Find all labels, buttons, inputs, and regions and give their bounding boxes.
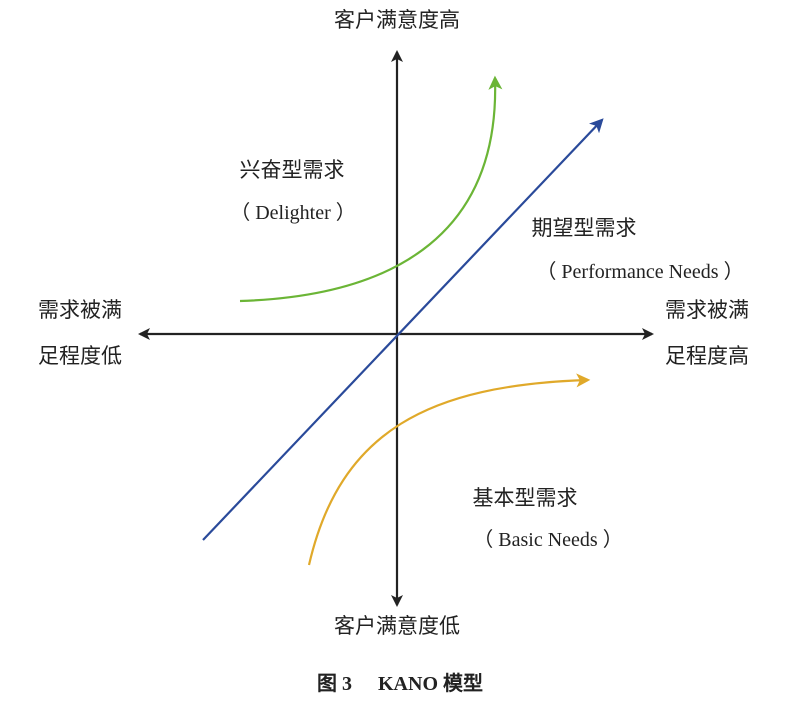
figure-caption: 图 3 KANO 模型	[317, 667, 483, 696]
x-axis-right-label-line2: 足程度高	[665, 344, 749, 368]
basic-curve	[307, 373, 591, 566]
performance-title: 期望型需求	[531, 216, 637, 240]
figure-number: 图 3	[317, 673, 352, 695]
performance-subtitle: （ Performance Needs ）	[536, 261, 744, 283]
performance-line	[202, 118, 604, 541]
delighter-title: 兴奋型需求	[239, 158, 345, 182]
x-axis-right-label-line1: 需求被满	[665, 298, 749, 322]
x-axis-left-label-line2: 足程度低	[38, 344, 122, 368]
delighter-subtitle: （ Delighter ）	[230, 202, 356, 224]
delighter-curve	[239, 75, 503, 303]
y-axis-top-label: 客户满意度高	[334, 8, 460, 32]
y-axis-bottom-label: 客户满意度低	[334, 614, 460, 638]
basic-title: 基本型需求	[472, 486, 578, 510]
basic-subtitle: （ Basic Needs ）	[473, 529, 623, 551]
figure-title: KANO 模型	[378, 673, 483, 695]
x-axis-left-label-line1: 需求被满	[38, 298, 122, 322]
